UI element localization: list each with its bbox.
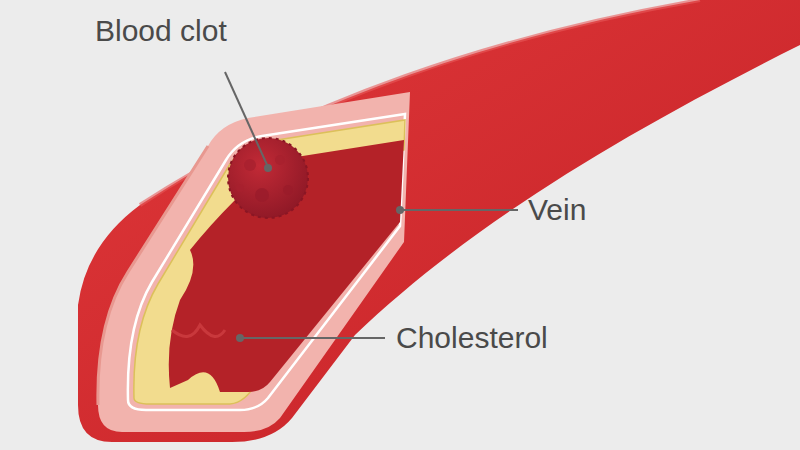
part-label: Blood clot [95,14,227,47]
inner-lining [128,114,405,410]
vein-wall-cut [98,92,410,432]
part-label: Vein [528,193,586,226]
lumen-shade [172,325,225,336]
vein-wall-outer [78,0,800,442]
part-label: Cholesterol [396,321,548,354]
blood-clot [228,138,308,218]
leader-lines [225,72,518,342]
cholesterol-plaque [134,120,405,404]
